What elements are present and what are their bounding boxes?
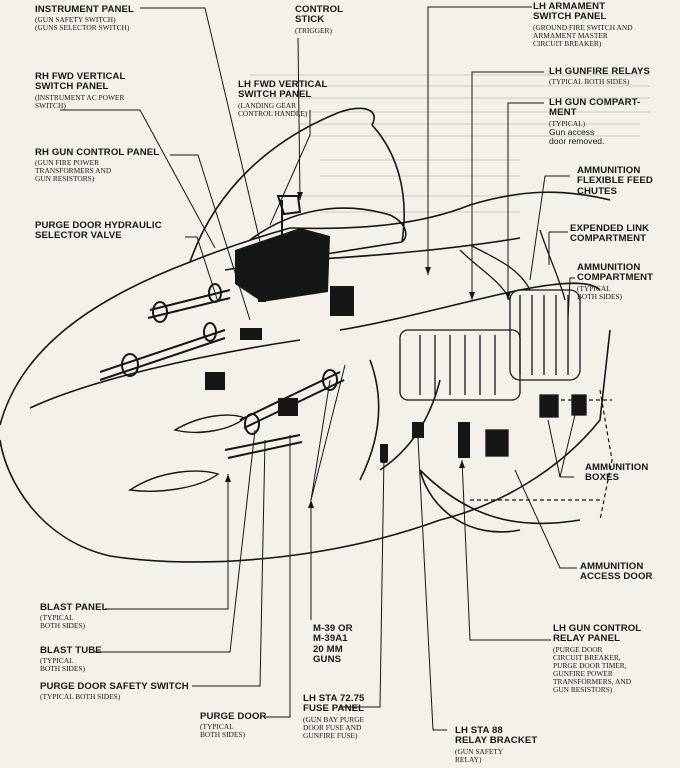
label-title: LH FWD VERTICAL SWITCH PANEL xyxy=(238,79,328,101)
label-title: PURGE DOOR xyxy=(200,711,267,722)
label-title: AMMUNITION ACCESS DOOR xyxy=(580,561,653,583)
label-title: EXPENDED LINK COMPARTMENT xyxy=(570,223,650,245)
label-rh-fwd-vertical-switch-panel: RH FWD VERTICAL SWITCH PANEL (INSTRUMENT… xyxy=(35,71,126,110)
label-ammunition-access-door: AMMUNITION ACCESS DOOR xyxy=(580,561,653,583)
label-rh-gun-control-panel: RH GUN CONTROL PANEL (GUN FIRE POWER TRA… xyxy=(35,147,160,184)
bleed-through-text xyxy=(250,74,650,213)
arrowheads xyxy=(225,192,511,508)
label-note: (GUN FIRE POWER TRANSFORMERS AND GUN RES… xyxy=(35,158,112,184)
label-title: PURGE DOOR HYDRAULIC SELECTOR VALVE xyxy=(35,220,162,242)
leader-lines xyxy=(60,6,577,731)
label-blast-tube: BLAST TUBE (TYPICAL BOTH SIDES) xyxy=(40,645,102,674)
label-note: (GROUND FIRE SWITCH AND ARMAMENT MASTER … xyxy=(533,22,633,48)
label-blast-panel: BLAST PANEL (TYPICAL BOTH SIDES) xyxy=(40,602,108,631)
label-title: LH STA 72.75 FUSE PANEL xyxy=(303,693,365,715)
label-instrument-panel: INSTRUMENT PANEL (GUN SAFETY SWITCH) (GU… xyxy=(35,4,134,33)
instrument-panel-shape xyxy=(235,228,354,316)
label-note: (TYPICAL BOTH SIDES) xyxy=(40,613,85,631)
label-title: AMMUNITION COMPARTMENT xyxy=(577,262,654,284)
label-note: (INSTRUMENT AC POWER SWITCH) xyxy=(35,92,125,110)
label-m39-guns: M-39 OR M-39A1 20 MM GUNS xyxy=(313,623,353,666)
label-title: LH GUN COMPART- MENT xyxy=(549,97,641,119)
label-title: LH GUNFIRE RELAYS xyxy=(549,66,651,77)
label-lh-armament-switch-panel: LH ARMAMENT SWITCH PANEL (GROUND FIRE SW… xyxy=(533,1,633,48)
control-stick-shape xyxy=(276,195,302,270)
label-note: (GUN BAY PURGE DOOR FUSE AND GUNFIRE FUS… xyxy=(303,714,365,740)
label-lh-sta-7275-fuse-panel: LH STA 72.75 FUSE PANEL (GUN BAY PURGE D… xyxy=(303,693,365,740)
label-title: LH GUN CONTROL RELAY PANEL xyxy=(553,623,642,645)
label-expended-link-compartment: EXPENDED LINK COMPARTMENT xyxy=(570,223,650,245)
label-title: LH STA 88 RELAY BRACKET xyxy=(455,725,538,747)
label-lh-gun-compartment: LH GUN COMPART- MENT (TYPICAL) Gun acces… xyxy=(549,97,641,146)
label-note: (TYPICAL BOTH SIDES) xyxy=(200,722,245,740)
label-note: (TYPICAL BOTH SIDES) xyxy=(40,692,121,702)
label-title: INSTRUMENT PANEL xyxy=(35,4,134,15)
label-note: (LANDING GEAR CONTROL HANDLE) xyxy=(238,100,308,118)
label-lh-gun-control-relay-panel: LH GUN CONTROL RELAY PANEL (PURGE DOOR C… xyxy=(553,623,642,694)
label-note: (GUN SAFETY RELAY) xyxy=(455,746,504,764)
label-lh-fwd-vertical-switch-panel: LH FWD VERTICAL SWITCH PANEL (LANDING GE… xyxy=(238,79,328,118)
label-title: BLAST TUBE xyxy=(40,645,102,656)
label-ammunition-boxes: AMMUNITION BOXES xyxy=(585,462,649,484)
label-lh-gunfire-relays: LH GUNFIRE RELAYS (TYPICAL BOTH SIDES) xyxy=(549,66,651,87)
label-title: RH FWD VERTICAL SWITCH PANEL xyxy=(35,71,126,93)
label-note: (TYPICAL BOTH SIDES) xyxy=(40,656,85,674)
gun-mechanism xyxy=(399,229,587,457)
label-title: AMMUNITION BOXES xyxy=(585,462,649,484)
label-purge-door: PURGE DOOR (TYPICAL BOTH SIDES) xyxy=(200,711,267,740)
label-body: Gun access door removed. xyxy=(549,126,605,146)
label-note: (PURGE DOOR CIRCUIT BREAKER, PURGE DOOR … xyxy=(553,644,632,694)
label-purge-door-hydraulic-selector-valve: PURGE DOOR HYDRAULIC SELECTOR VALVE xyxy=(35,220,162,242)
label-title: BLAST PANEL xyxy=(40,602,108,613)
label-ammunition-feed-chutes: AMMUNITION FLEXIBLE FEED CHUTES xyxy=(577,165,653,197)
label-title: M-39 OR M-39A1 20 MM GUNS xyxy=(313,623,353,666)
label-title: LH ARMAMENT SWITCH PANEL xyxy=(533,1,607,23)
blast-panels xyxy=(128,414,247,492)
label-note: (GUN SAFETY SWITCH) (GUNS SELECTOR SWITC… xyxy=(35,15,130,33)
small-components xyxy=(205,328,470,462)
label-note: (TYPICAL) xyxy=(549,118,586,128)
label-lh-sta-88-relay-bracket: LH STA 88 RELAY BRACKET (GUN SAFETY RELA… xyxy=(455,725,538,764)
label-control-stick: CONTROL STICK (TRIGGER) xyxy=(295,4,344,35)
label-title: RH GUN CONTROL PANEL xyxy=(35,147,160,158)
label-purge-door-safety-switch: PURGE DOOR SAFETY SWITCH (TYPICAL BOTH S… xyxy=(40,681,189,702)
fuselage xyxy=(0,107,611,563)
label-ammunition-compartment: AMMUNITION COMPARTMENT (TYPICAL BOTH SID… xyxy=(577,262,654,301)
label-note: (TYPICAL BOTH SIDES) xyxy=(577,283,622,301)
label-note: (TRIGGER) xyxy=(295,25,332,35)
label-note: (TYPICAL BOTH SIDES) xyxy=(549,77,630,87)
gun-barrels xyxy=(99,283,345,459)
label-title: PURGE DOOR SAFETY SWITCH xyxy=(40,681,189,692)
label-title: AMMUNITION FLEXIBLE FEED CHUTES xyxy=(577,165,653,197)
label-title: CONTROL STICK xyxy=(295,4,344,26)
